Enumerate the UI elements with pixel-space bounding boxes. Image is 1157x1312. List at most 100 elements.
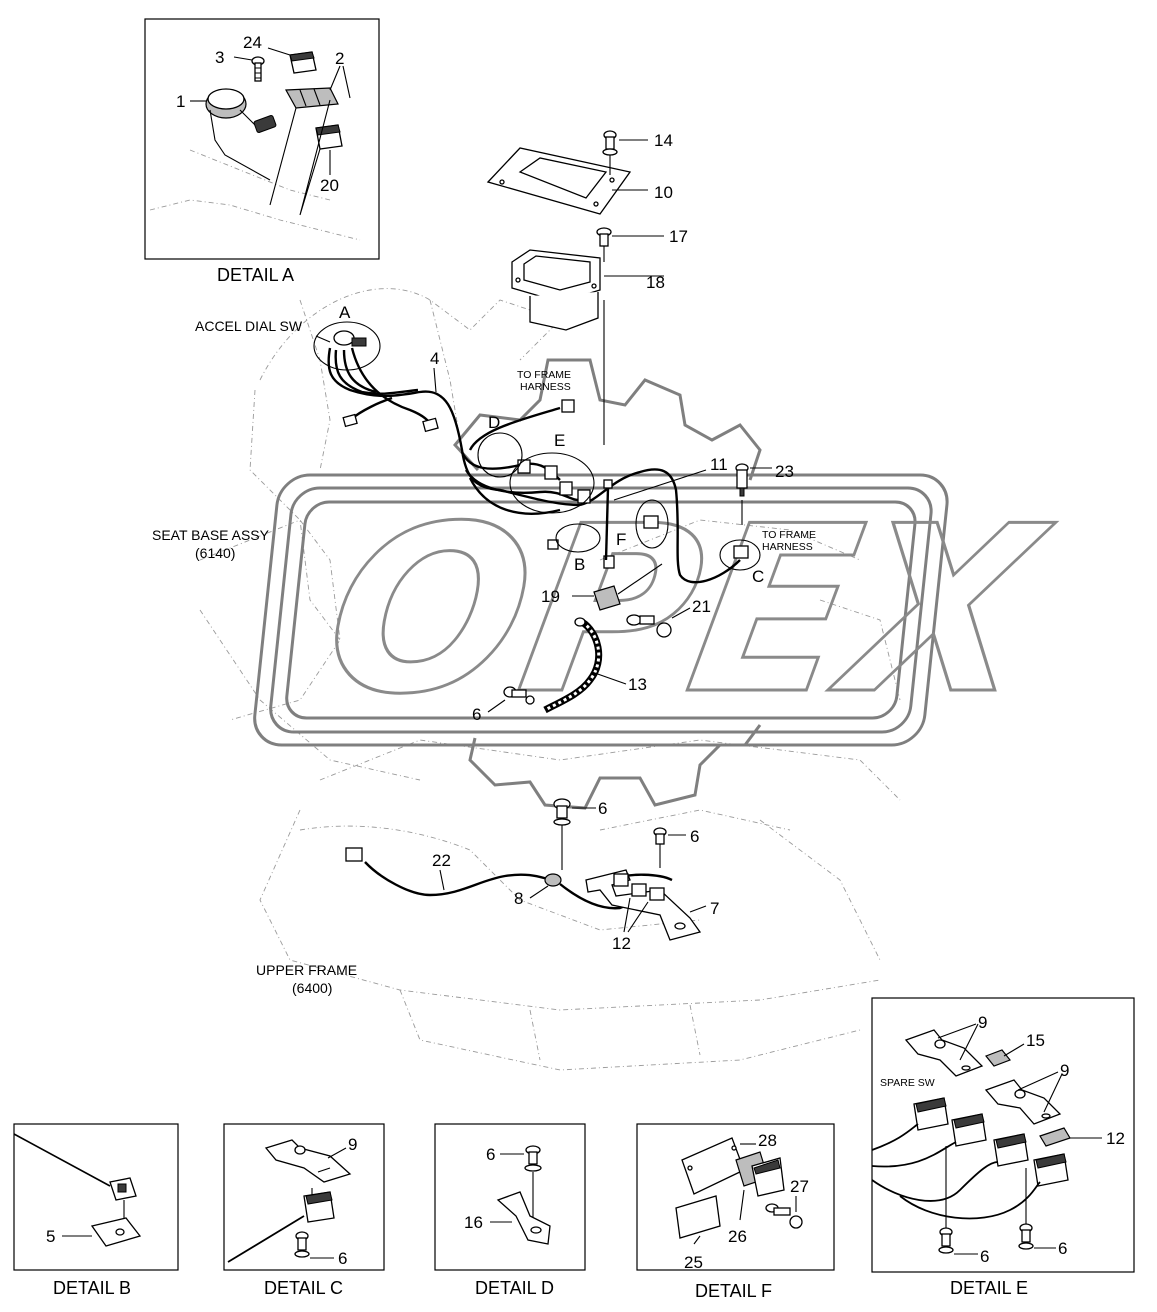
label-to-frame-harness-2a: TO FRAME bbox=[762, 529, 816, 541]
caption-detail-c: DETAIL C bbox=[264, 1278, 343, 1298]
plug-icon bbox=[985, 1049, 1011, 1067]
callout-9c: 9 bbox=[1060, 1061, 1069, 1080]
bolt-icon bbox=[1018, 1168, 1034, 1250]
detail-letter-d: D bbox=[488, 413, 500, 432]
detail-e-box: 9 15 SPARE SW 9 12 6 6 bbox=[871, 997, 1135, 1273]
bracket-icon bbox=[904, 1029, 984, 1077]
boot-icon bbox=[511, 249, 601, 331]
bracket-icon bbox=[264, 1139, 352, 1183]
connector-icon bbox=[913, 1097, 1069, 1187]
callout-25: 25 bbox=[684, 1253, 703, 1272]
detail-f-circle bbox=[635, 499, 669, 549]
callout-21: 21 bbox=[692, 597, 711, 616]
switch-icon bbox=[289, 51, 317, 74]
callout-24: 24 bbox=[243, 33, 262, 52]
bolt-icon bbox=[602, 130, 618, 175]
screw-icon bbox=[626, 614, 672, 638]
label-upper-frame-no: (6400) bbox=[292, 980, 332, 996]
caption-detail-f: DETAIL F bbox=[695, 1281, 772, 1301]
spare-connector-icon bbox=[643, 515, 659, 529]
callout-10: 10 bbox=[654, 183, 673, 202]
connector-icon bbox=[303, 1191, 335, 1223]
callout-28: 28 bbox=[758, 1131, 777, 1150]
detail-c-box: 9 6 bbox=[223, 1123, 385, 1271]
callout-22: 22 bbox=[432, 851, 451, 870]
callout-9b: 9 bbox=[978, 1013, 987, 1032]
detail-f-box: 28 27 26 25 bbox=[636, 1123, 835, 1272]
callout-4: 4 bbox=[430, 349, 439, 368]
switch-icon bbox=[735, 1151, 785, 1197]
callout-17: 17 bbox=[669, 227, 688, 246]
watermark: OPEX bbox=[253, 358, 1066, 810]
bolt-icon bbox=[294, 1231, 310, 1258]
bracket-icon bbox=[585, 869, 702, 941]
callout-20: 20 bbox=[320, 176, 339, 195]
accel-dial-icon bbox=[333, 330, 367, 347]
callout-6f: 6 bbox=[980, 1247, 989, 1266]
callout-16: 16 bbox=[464, 1213, 483, 1232]
connector-icon bbox=[342, 399, 749, 569]
label-upper-frame: UPPER FRAME bbox=[256, 962, 357, 978]
caption-detail-b: DETAIL B bbox=[53, 1278, 131, 1298]
bolt-icon bbox=[938, 1146, 954, 1254]
bolt-icon bbox=[553, 798, 571, 870]
callout-9a: 9 bbox=[348, 1135, 357, 1154]
switch-plug-icon bbox=[735, 463, 749, 497]
detail-letter-e: E bbox=[554, 431, 565, 450]
detail-letter-a: A bbox=[339, 303, 351, 322]
detail-letter-c: C bbox=[752, 567, 764, 586]
terminal-icon bbox=[544, 873, 562, 887]
accel-dial-knob-icon bbox=[205, 88, 277, 181]
callout-6e: 6 bbox=[486, 1145, 495, 1164]
callout-8: 8 bbox=[514, 889, 523, 908]
bolt-icon bbox=[524, 1145, 542, 1172]
callout-12a: 12 bbox=[612, 934, 631, 953]
callout-11: 11 bbox=[710, 455, 728, 474]
sensor-icon bbox=[593, 563, 663, 611]
label-sticker-icon bbox=[675, 1195, 721, 1239]
callout-7: 7 bbox=[710, 899, 719, 918]
callout-6b: 6 bbox=[598, 799, 607, 818]
connector-icon bbox=[109, 1177, 137, 1201]
bolt-icon bbox=[503, 686, 535, 705]
bracket-icon bbox=[984, 1079, 1062, 1125]
detail-e-circle bbox=[509, 452, 595, 514]
callout-2: 2 bbox=[335, 49, 344, 68]
callout-13: 13 bbox=[628, 675, 647, 694]
detail-a-circle bbox=[313, 321, 381, 371]
callout-26: 26 bbox=[728, 1227, 747, 1246]
callout-6a: 6 bbox=[472, 705, 481, 724]
callout-6g: 6 bbox=[1058, 1239, 1067, 1258]
callout-15: 15 bbox=[1026, 1031, 1045, 1050]
detail-b-circle bbox=[555, 523, 601, 553]
detail-c-circle bbox=[719, 539, 761, 571]
callout-19: 19 bbox=[541, 587, 560, 606]
bolt-icon bbox=[251, 56, 265, 82]
label-to-frame-harness-1b: HARNESS bbox=[520, 381, 571, 393]
screw-icon bbox=[765, 1203, 803, 1229]
callout-3: 3 bbox=[215, 48, 224, 67]
detail-letter-f: F bbox=[616, 530, 626, 549]
cover-plate-icon bbox=[486, 147, 632, 215]
callout-27: 27 bbox=[790, 1177, 809, 1196]
detail-d-box: 6 16 bbox=[434, 1123, 586, 1271]
detail-a-box: 1 3 24 2 20 bbox=[144, 18, 380, 260]
callout-6d: 6 bbox=[338, 1249, 347, 1268]
callout-18: 18 bbox=[646, 273, 665, 292]
watermark-text: OPEX bbox=[309, 477, 1065, 745]
callout-23: 23 bbox=[775, 462, 794, 481]
callout-6c: 6 bbox=[690, 827, 699, 846]
caption-detail-d: DETAIL D bbox=[475, 1278, 554, 1298]
plate-icon bbox=[285, 87, 339, 109]
wire-11 bbox=[604, 487, 610, 561]
bolt-icon bbox=[653, 827, 667, 868]
callout-5: 5 bbox=[46, 1227, 55, 1246]
ground-strap-icon bbox=[543, 617, 603, 714]
label-to-frame-harness-2b: HARNESS bbox=[762, 541, 813, 553]
bolt-icon bbox=[596, 227, 612, 247]
detail-d-circle bbox=[477, 432, 523, 478]
label-spare-sw: SPARE SW bbox=[880, 1077, 935, 1089]
detail-b-box: 5 bbox=[13, 1123, 179, 1271]
